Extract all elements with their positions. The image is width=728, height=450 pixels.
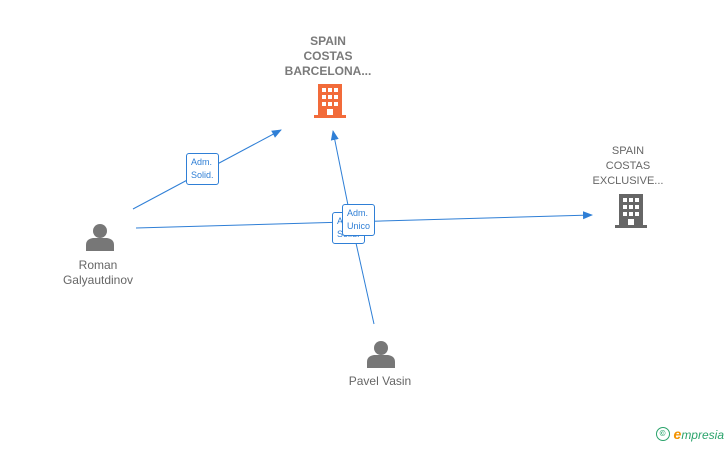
copyright-icon: © [655, 427, 670, 441]
building-icon[interactable] [314, 84, 346, 118]
edge-label-pavel-exclusive: Adm. Unico [342, 204, 376, 236]
person-roman-label[interactable]: Roman Galyautdinov [62, 258, 134, 287]
empresia-watermark[interactable]: © empresia [655, 426, 724, 442]
building-icon[interactable] [615, 194, 647, 228]
person-pavel-label[interactable]: Pavel Vasin [348, 374, 412, 388]
person-icon[interactable] [367, 341, 395, 368]
company-barcelona-label[interactable]: SPAIN COSTAS BARCELONA... [284, 34, 372, 78]
company-exclusive-label[interactable]: SPAIN COSTAS EXCLUSIVE... [592, 145, 664, 187]
edge-label-roman-barcelona: Adm. Solid. [186, 153, 219, 185]
brand-logo: empresia [673, 426, 724, 442]
person-icon[interactable] [86, 224, 114, 251]
